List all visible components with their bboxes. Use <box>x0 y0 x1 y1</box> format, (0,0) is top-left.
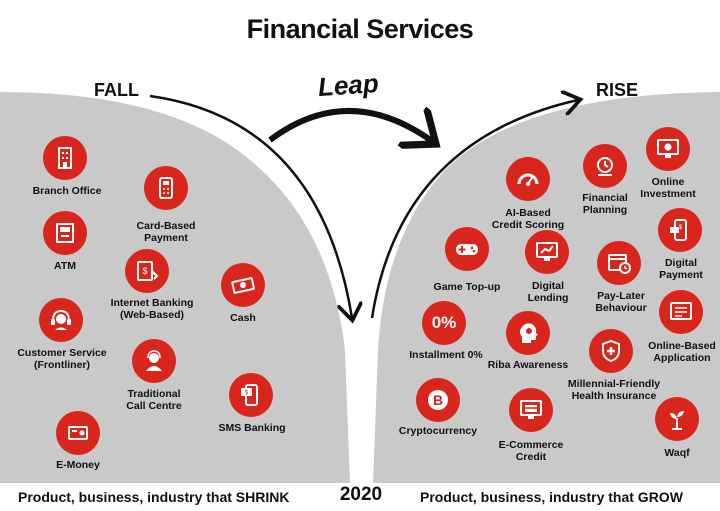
fall-item-label: Cash <box>230 312 256 324</box>
fall-label: FALL <box>94 80 139 100</box>
svg-text:$: $ <box>679 225 683 231</box>
cash-icon <box>221 263 265 307</box>
call-agent-icon <box>132 339 176 383</box>
svg-text:$: $ <box>142 266 147 276</box>
web-banking-icon: $ <box>125 249 169 293</box>
monitor-coin-icon <box>646 127 690 171</box>
leap-label: Leap <box>316 67 380 103</box>
page-title: Financial Services <box>246 14 474 44</box>
rise-item-label: Online Investment <box>640 176 696 200</box>
emoney-card-icon <box>56 411 100 455</box>
fall-item-label: Card-Based Payment <box>136 220 196 244</box>
rise-item-label: AI-Based Credit Scoring <box>491 207 565 231</box>
headset-icon <box>39 298 83 342</box>
head-bulb-icon <box>506 311 550 355</box>
building-icon <box>43 136 87 180</box>
footer-left-caption: Product, business, industry that SHRINK <box>18 489 290 505</box>
svg-text:$: $ <box>245 391 249 397</box>
ecommerce-card-icon <box>509 388 553 432</box>
sms-phone-icon: $ <box>229 373 273 417</box>
fall-item-label: SMS Banking <box>218 422 286 434</box>
fall-item-label: Traditional Call Centre <box>126 388 182 412</box>
fall-item-label: ATM <box>54 260 76 272</box>
leap-arrow <box>268 111 436 144</box>
rise-item-label: Digital Payment <box>659 257 703 281</box>
phone-payment-icon: $ <box>658 208 702 252</box>
footer-right-caption: Product, business, industry that GROW <box>420 489 683 505</box>
rise-item-label: Financial Planning <box>582 192 628 216</box>
rise-item-label: E-Commerce Credit <box>498 439 564 463</box>
calendar-clock-icon <box>597 241 641 285</box>
zero-percent-icon: 0% <box>422 301 466 345</box>
card-reader-icon <box>144 166 188 210</box>
svg-text:B: B <box>433 392 443 408</box>
fall-item-label: Internet Banking (Web-Based) <box>110 297 194 321</box>
gauge-icon <box>506 157 550 201</box>
atm-icon <box>43 211 87 255</box>
rise-item-label: Installment 0% <box>409 349 483 361</box>
bitcoin-icon: B <box>416 378 460 422</box>
fall-item-label: Branch Office <box>32 185 102 197</box>
fall-item-label: Customer Service (Frontliner) <box>17 347 107 371</box>
gamepad-icon <box>445 227 489 271</box>
fall-item-label: E-Money <box>56 459 100 471</box>
lending-monitor-icon <box>525 230 569 274</box>
rise-arrow <box>370 100 578 319</box>
plant-coin-icon <box>655 397 699 441</box>
rise-item-label: Online-Based Application <box>648 340 716 364</box>
online-form-icon <box>659 290 703 334</box>
planning-icon <box>583 144 627 188</box>
year-label: 2020 <box>339 484 383 505</box>
rise-item-label: Game Top-up <box>433 281 501 293</box>
rise-item-label: Riba Awareness <box>487 359 569 371</box>
zero-percent-text: 0% <box>431 313 457 332</box>
rise-item-label: Cryptocurrency <box>398 425 478 437</box>
health-shield-icon <box>589 329 633 373</box>
rise-item-label: Waqf <box>664 447 690 459</box>
fall-arrow <box>149 94 352 318</box>
rise-item-label: Millennial-Friendly Health Insurance <box>567 378 661 402</box>
rise-label: RISE <box>596 80 639 100</box>
rise-item-label: Pay-Later Behaviour <box>595 290 647 314</box>
rise-item-label: Digital Lending <box>527 280 569 304</box>
rise-area <box>373 92 720 483</box>
